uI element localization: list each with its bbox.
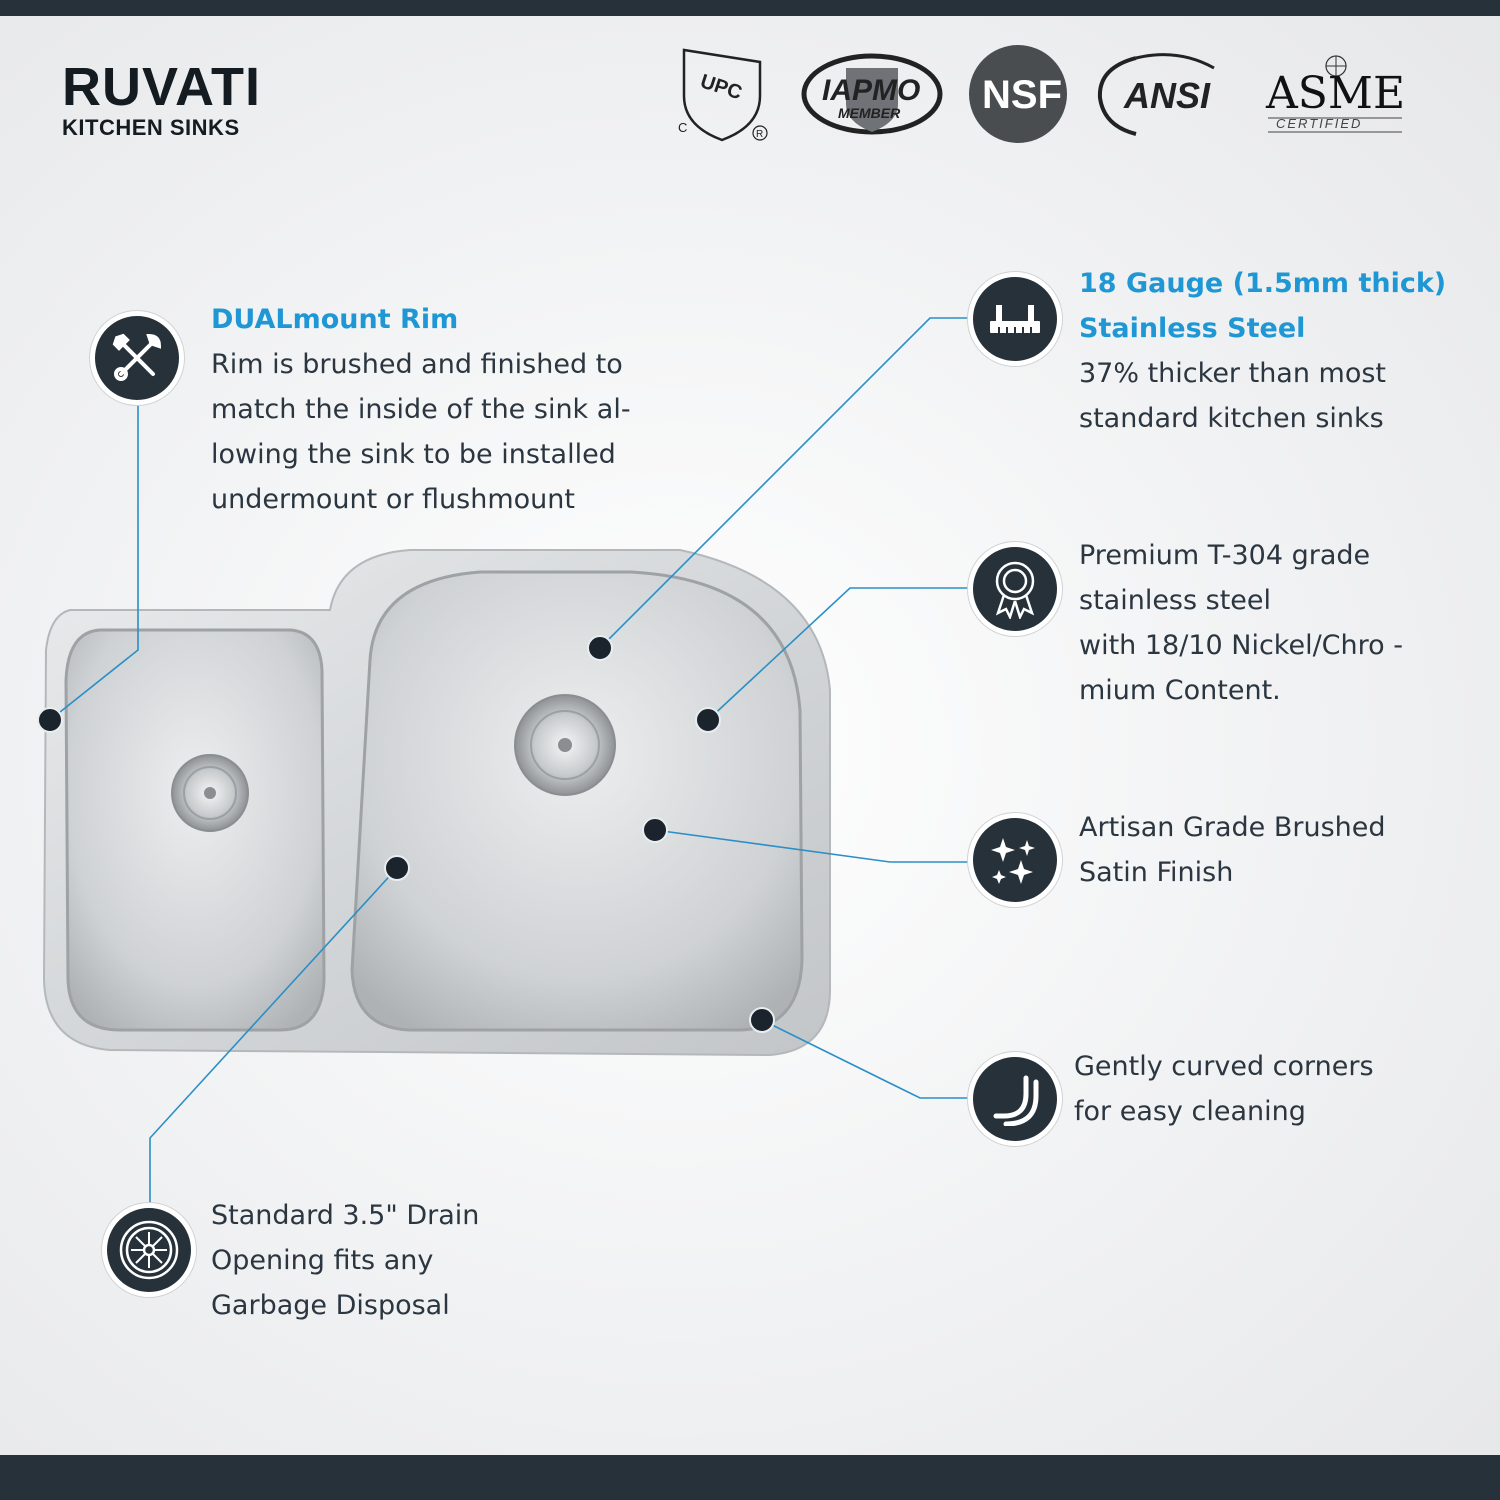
ansi-logo: ANSI	[1097, 53, 1215, 136]
feature-rim: DUALmount Rim Rim is brushed and finishe…	[211, 297, 631, 522]
ansi-text: ANSI	[1123, 75, 1211, 116]
feature-steel: Premium T-304 grade stainless steel with…	[1079, 533, 1403, 713]
feature-drain-line: Opening fits any	[211, 1245, 434, 1276]
feature-rim-line: match the inside of the sink al-	[211, 394, 631, 425]
callout-dot-gauge	[587, 635, 613, 661]
bottom-border-bar	[0, 1455, 1500, 1500]
upc-c-text: C	[678, 120, 687, 135]
tools-icon	[90, 311, 184, 405]
top-border-bar	[0, 0, 1500, 16]
feature-drain-line: Standard 3.5" Drain	[211, 1200, 480, 1231]
feature-finish: Artisan Grade Brushed Satin Finish	[1079, 805, 1386, 895]
ruler-icon	[968, 272, 1062, 366]
feature-steel-line: stainless steel	[1079, 585, 1272, 616]
feature-drain-line: Garbage Disposal	[211, 1290, 450, 1321]
iapmo-logo: IAPMO MEMBER	[801, 53, 943, 135]
small-bowl	[64, 628, 326, 1032]
feature-rim-line: Rim is brushed and finished to	[211, 349, 623, 380]
asme-logo: ASME CERTIFIED	[1265, 55, 1405, 133]
feature-steel-line: mium Content.	[1079, 675, 1281, 706]
callout-dot-steel	[695, 707, 721, 733]
drain-icon	[102, 1203, 196, 1297]
nsf-logo: NSF	[969, 45, 1067, 143]
feature-gauge-line: standard kitchen sinks	[1079, 403, 1384, 434]
callout-dot-rim	[37, 707, 63, 733]
callout-dot-finish	[642, 817, 668, 843]
feature-corners-line: for easy cleaning	[1074, 1096, 1306, 1127]
brand-logo: RUVATI KITCHEN SINKS	[62, 58, 261, 140]
feature-rim-line: undermount or flushmount	[211, 484, 575, 515]
feature-gauge-line: 37% thicker than most	[1079, 358, 1387, 389]
feature-gauge-title: 18 Gauge (1.5mm thick)	[1079, 268, 1447, 299]
feature-rim-line: lowing the sink to be installed	[211, 439, 616, 470]
callout-dot-drain	[384, 855, 410, 881]
feature-finish-line: Artisan Grade Brushed	[1079, 812, 1386, 843]
brand-name: RUVATI	[62, 57, 261, 117]
feature-finish-line: Satin Finish	[1079, 857, 1234, 888]
feature-gauge: 18 Gauge (1.5mm thick) Stainless Steel 3…	[1079, 261, 1446, 441]
large-bowl	[350, 570, 804, 1032]
feature-gauge-title: Stainless Steel	[1079, 313, 1306, 344]
feature-rim-title: DUALmount Rim	[211, 304, 459, 335]
nsf-text: NSF	[982, 73, 1062, 117]
iapmo-member-text: MEMBER	[838, 105, 901, 121]
feature-corners: Gently curved corners for easy cleaning	[1074, 1044, 1374, 1134]
iapmo-text: IAPMO	[822, 74, 920, 107]
feature-steel-line: Premium T-304 grade	[1079, 540, 1371, 571]
curved-corner-icon	[968, 1052, 1062, 1146]
upc-logo: UPC C R	[678, 48, 768, 142]
asme-text: ASME	[1265, 68, 1405, 119]
sink-image	[42, 549, 831, 1057]
brand-subtitle: KITCHEN SINKS	[62, 115, 240, 140]
upc-r-text: R	[756, 129, 763, 140]
callout-dot-corners	[749, 1007, 775, 1033]
feature-drain: Standard 3.5" Drain Opening fits any Gar…	[211, 1193, 479, 1328]
feature-corners-line: Gently curved corners	[1074, 1051, 1374, 1082]
feature-steel-line: with 18/10 Nickel/Chro -	[1079, 630, 1403, 661]
award-ribbon-icon	[968, 542, 1062, 636]
sparkle-icon	[968, 813, 1062, 907]
asme-certified-text: CERTIFIED	[1276, 116, 1362, 131]
